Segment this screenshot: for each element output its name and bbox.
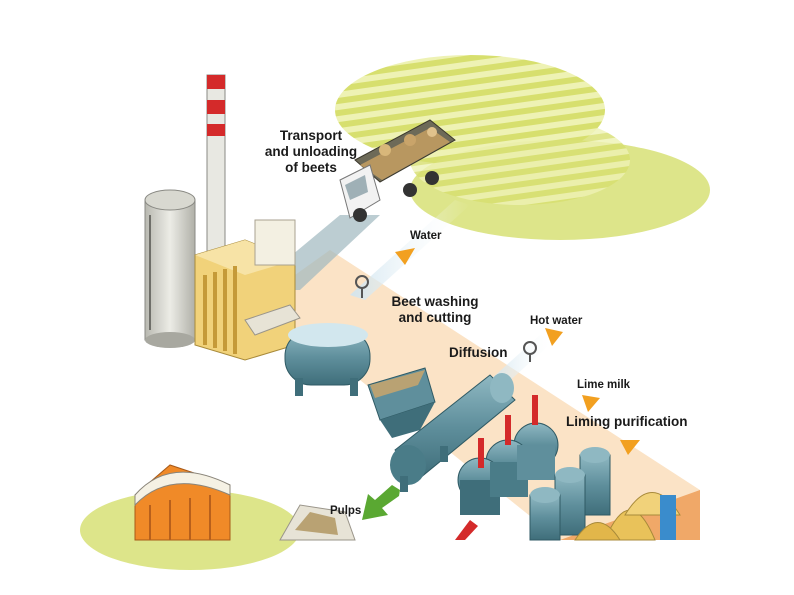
liming-tanks — [457, 395, 559, 515]
hot-water-arrow-icon — [545, 328, 563, 346]
pulps-arrow-icon — [362, 485, 400, 520]
label-transport-line1: Transport — [279, 128, 343, 143]
cutting-bin — [367, 367, 436, 438]
label-hot-water: Hot water — [530, 315, 583, 327]
label-washing: Beet washing and cutting — [380, 294, 490, 326]
label-washing-line2: and cutting — [398, 310, 472, 325]
label-transport-line3: of beets — [285, 160, 337, 175]
water-arrow-icon — [395, 248, 415, 265]
truck-icon — [339, 119, 456, 222]
label-lime-milk: Lime milk — [577, 379, 631, 391]
washing-tank — [284, 323, 371, 396]
label-water: Water — [410, 230, 442, 242]
pulp-pile — [279, 504, 356, 541]
liming-arrow-icon — [620, 440, 640, 455]
warehouse — [134, 464, 231, 541]
diffusion-tank — [390, 373, 516, 492]
chimney — [206, 74, 226, 276]
beet-field-stripes — [410, 115, 630, 205]
label-transport-line2: and unloading — [264, 144, 358, 159]
label-washing-line1: Beet washing — [391, 294, 479, 309]
silo — [144, 189, 196, 348]
red-flow-arrow-icon — [455, 520, 478, 540]
valve-icon — [355, 275, 369, 298]
valve-icon — [523, 341, 537, 362]
sugar-domes — [574, 492, 681, 541]
purification-columns — [529, 447, 611, 541]
lime-milk-arrow-icon — [582, 395, 600, 412]
label-transport: Transport and unloading of beets — [246, 128, 376, 176]
boiler-building — [194, 219, 301, 361]
label-diffusion: Diffusion — [449, 345, 508, 360]
label-pulps: Pulps — [330, 505, 362, 517]
label-liming: Liming purification — [566, 414, 688, 429]
hot-water-pipe — [490, 335, 555, 385]
